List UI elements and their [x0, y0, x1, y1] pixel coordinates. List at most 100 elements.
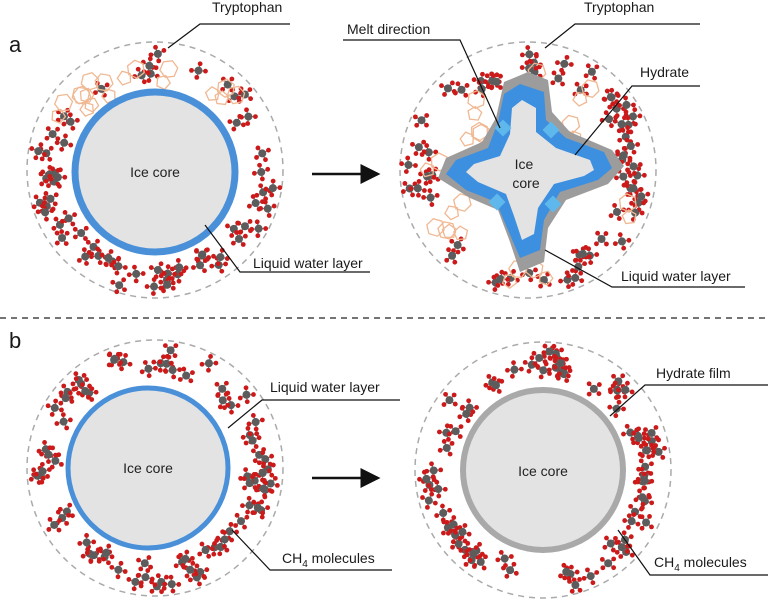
hydrogen-atom: [172, 271, 178, 277]
hydrogen-atom: [625, 129, 631, 135]
hydrogen-atom: [570, 268, 575, 273]
tryptophan-cloud-a-left: [51, 59, 246, 124]
carbon-atom: [453, 241, 462, 250]
hydrogen-atom: [495, 283, 501, 288]
hydrogen-atom: [247, 87, 253, 93]
hydrogen-atom: [101, 556, 107, 562]
hydrogen-atom: [474, 405, 479, 410]
hydrogen-atom: [408, 186, 414, 192]
carbon-atom: [251, 418, 260, 427]
hydrogen-atom: [613, 114, 619, 120]
carbon-atom: [629, 184, 638, 193]
hydrogen-atom: [224, 380, 229, 386]
hydrogen-atom: [244, 514, 250, 520]
hydrogen-atom: [440, 517, 446, 523]
hydrogen-atom: [561, 562, 567, 568]
hydrogen-atom: [551, 343, 557, 349]
hydrogen-atom: [67, 390, 73, 396]
hydrogen-atom: [487, 385, 492, 391]
hydrogen-atom: [274, 483, 280, 488]
carbon-atom: [50, 403, 59, 412]
hydrogen-atom: [55, 509, 61, 515]
hydrogen-atom: [222, 405, 227, 411]
hydrogen-atom: [416, 178, 422, 184]
hydrogen-atom: [215, 393, 221, 398]
hydrogen-atom: [505, 277, 511, 282]
hydrogen-atom: [425, 504, 430, 510]
hydrogen-atom: [610, 547, 616, 553]
hydrogen-atom: [115, 574, 121, 580]
hydrogen-atom: [136, 572, 142, 578]
hydrogen-atom: [402, 181, 408, 186]
carbon-atom: [404, 160, 413, 169]
ch4-molecule: [632, 186, 651, 206]
hydrogen-atom: [204, 567, 210, 573]
hydrogen-atom: [64, 230, 70, 236]
hydrogen-atom: [193, 571, 199, 577]
hydrogen-atom: [108, 249, 114, 254]
hydrogen-atom: [612, 241, 618, 247]
carbon-atom: [245, 501, 254, 510]
hydrogen-atom: [410, 141, 415, 147]
carbon-atom: [510, 365, 519, 374]
hydrogen-atom: [421, 194, 426, 200]
hydrogen-atom: [61, 383, 67, 389]
hydrogen-atom: [626, 525, 631, 530]
hydrogen-atom: [84, 261, 89, 266]
hydrate-crystal-1: [494, 119, 512, 137]
carbon-atom: [589, 384, 598, 393]
ch4-molecule: [187, 568, 207, 587]
hydrogen-atom: [528, 59, 534, 64]
hydrogen-atom: [511, 561, 517, 567]
hydrogen-atom: [45, 403, 51, 409]
hydrogen-atom: [484, 73, 490, 79]
hydrogen-atom: [594, 252, 600, 257]
hydrogen-atom: [114, 270, 120, 276]
hydrogen-atom: [627, 173, 633, 178]
hydrogen-atom: [444, 257, 450, 263]
hydrogen-atom: [59, 218, 65, 224]
hydrogen-atom: [529, 355, 535, 361]
carbon-atom: [131, 577, 140, 586]
hydrogen-atom: [225, 223, 230, 229]
hydrogen-atom: [635, 521, 641, 527]
hydrogen-atom: [158, 261, 164, 267]
panel-a-right-diagram: Ice core: [399, 41, 657, 299]
hydrogen-atom: [85, 239, 91, 245]
hydrogen-atom: [135, 66, 141, 72]
hydrogen-atom: [457, 536, 463, 541]
hydrogen-atom: [73, 371, 79, 377]
ice-core-label-b-right: Ice core: [518, 463, 568, 479]
carbon-atom: [242, 390, 251, 399]
ch4-molecule: [39, 445, 58, 465]
hydrogen-atom: [162, 343, 168, 348]
ch4-molecule: [199, 354, 219, 373]
hydrogen-atom: [28, 476, 34, 482]
hydrogen-atom: [552, 364, 558, 370]
carbon-atom: [451, 427, 460, 436]
ch4-molecule: [531, 350, 548, 367]
molecule-cloud-b-right: [417, 343, 667, 594]
hydrogen-atom: [53, 452, 58, 458]
hydrogen-atom: [642, 471, 647, 477]
hydrogen-atom: [67, 417, 73, 423]
hydrogen-atom: [79, 382, 85, 388]
hydrogen-atom: [263, 186, 269, 192]
hydrogen-atom: [454, 525, 460, 531]
hydrogen-atom: [48, 176, 54, 182]
hydrogen-atom: [72, 234, 78, 240]
hydrogen-atom: [248, 228, 253, 234]
hydrogen-atom: [170, 280, 176, 286]
hydrogen-atom: [594, 64, 600, 70]
tryptophan-molecule: [204, 78, 235, 101]
ch4-molecule: [581, 567, 600, 586]
hydrogen-atom: [86, 250, 92, 255]
ch4-molecule: [457, 405, 476, 424]
hydrogen-atom: [564, 54, 570, 60]
hydrogen-atom: [646, 454, 652, 460]
ch4-molecule: [444, 247, 461, 265]
hydrogen-atom: [462, 523, 468, 528]
ch4-molecule: [162, 574, 182, 594]
hydrogen-atom: [621, 245, 627, 251]
hydrogen-atom: [577, 587, 583, 593]
